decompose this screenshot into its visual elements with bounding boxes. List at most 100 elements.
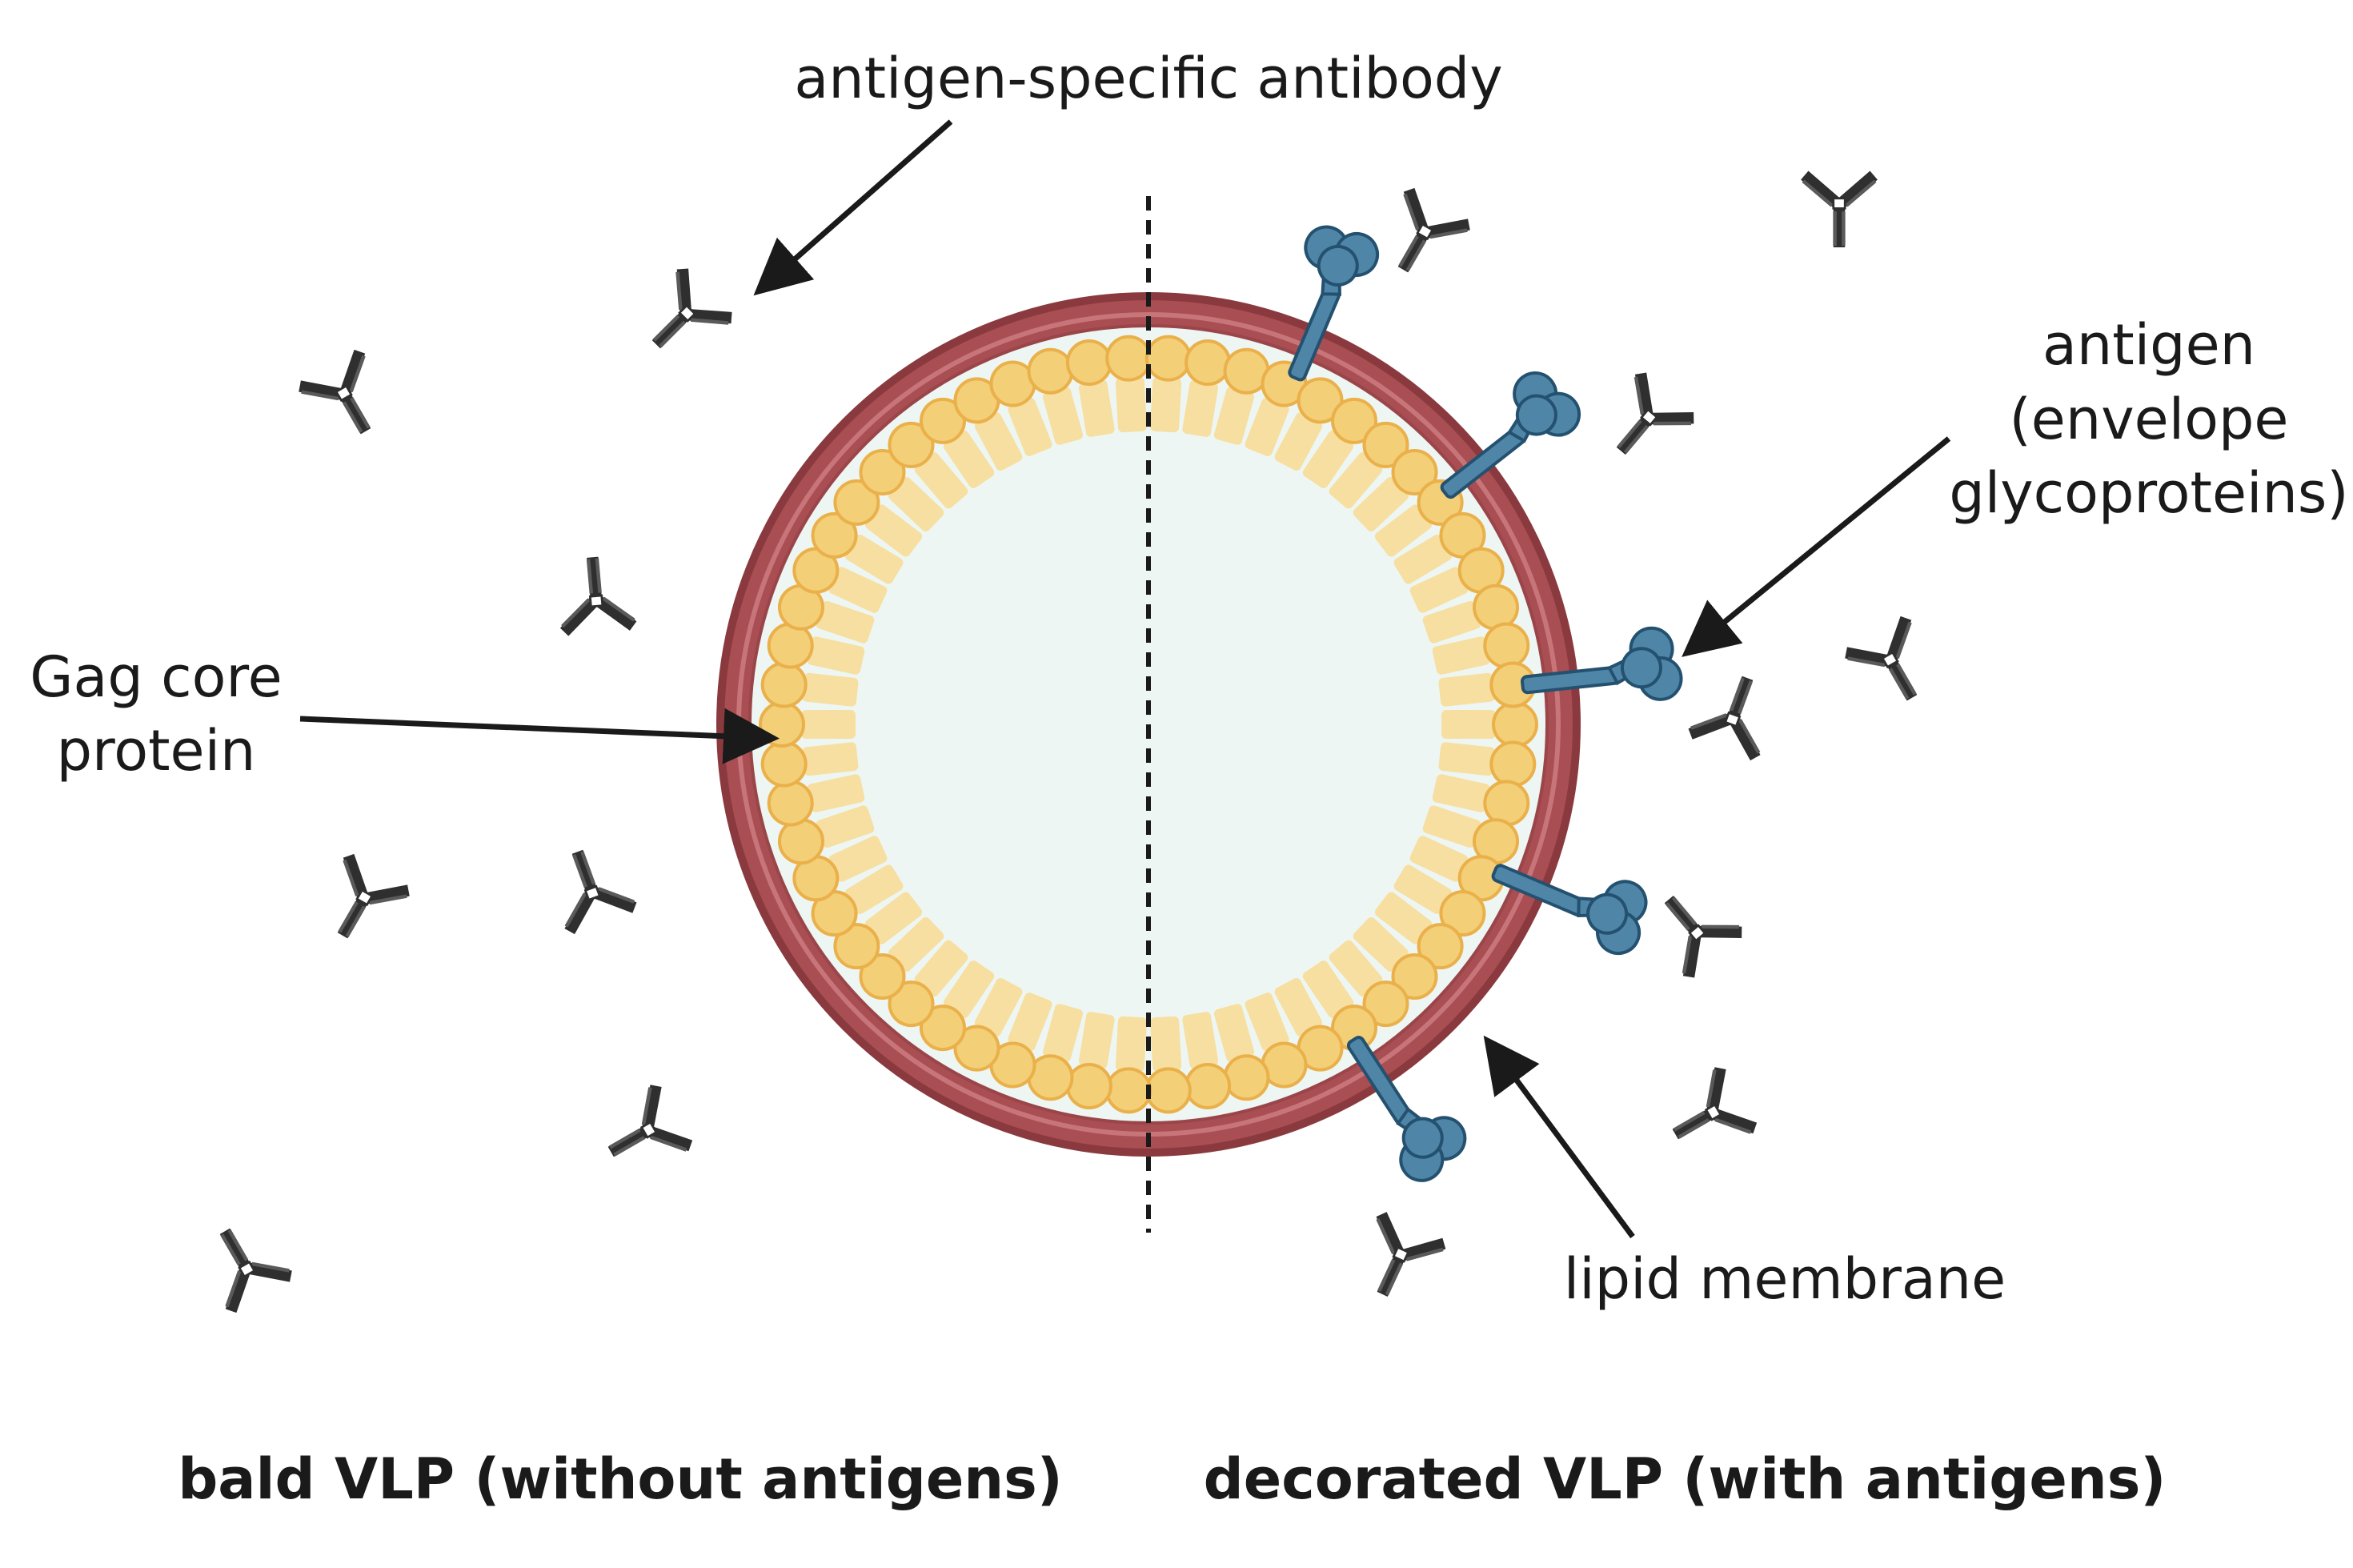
y-shaped-antibody-icon [593,1085,691,1183]
gag-bead [760,740,808,788]
gag-stalk [1441,710,1496,739]
gag-stalk [1409,567,1469,613]
gag-stalk [1409,836,1469,882]
gag-stalk [807,774,865,812]
gag-bead [767,622,814,669]
gag-bead [1105,335,1152,382]
gag-bead [1492,701,1538,748]
gag-stalk [1438,672,1495,707]
gag-stalk [816,600,875,644]
y-shaped-antibody-icon [1845,617,1943,716]
gag-stalk [1432,774,1490,812]
glycoprotein-icon [1346,1036,1467,1182]
gag-bead [1489,740,1537,788]
y-shaped-antibody-icon [556,554,635,632]
gag-label-line2: protein [57,718,256,784]
gag-bead [1223,1054,1270,1101]
gag-stalk [1150,376,1182,433]
gag-bead [1297,377,1344,424]
gag-stalk [1422,805,1481,848]
gag-stalk [802,672,859,707]
gag-stalk [845,864,904,914]
gag-bead [1362,981,1409,1028]
gag-stalk [1182,379,1219,437]
gag-stalk [801,710,856,739]
gag-bead [1331,397,1378,444]
gag-bead [1185,339,1232,387]
gag-bead [888,981,935,1028]
gag-bead [919,397,966,444]
gag-stalk [1115,1016,1147,1073]
y-shaped-antibody-icon [1689,666,1781,758]
y-shaped-antibody-icon [543,840,635,932]
gag-stalk [1353,917,1409,972]
gag-bead [1144,1067,1192,1114]
y-shaped-antibody-icon [1641,876,1743,978]
gag-bead [1483,622,1530,669]
gag-bead [859,449,906,496]
gag-bead [767,780,814,827]
gag-stalk [1302,431,1354,488]
y-shaped-antibody-icon [1349,1213,1445,1309]
gag-stalk [1374,892,1432,944]
gag-stalk [1274,412,1323,471]
gag-stalk [1078,1012,1115,1069]
gag-stalk [1042,1004,1084,1062]
y-shaped-antibody-icon [1593,372,1695,474]
gag-stalk [1329,452,1383,509]
gag-bead [777,818,824,865]
membrane-label: lipid membrane [1564,1246,2006,1312]
gag-bead [1391,449,1438,496]
gag-stalk [828,836,888,882]
gag-bead [1065,1062,1112,1109]
gag-stalk [1213,387,1255,445]
antigen-label-line3: glycoproteins) [1949,460,2348,526]
antigen-label-line1: antigen [2042,312,2255,378]
gag-bead [1065,339,1112,387]
gag-stalk [1329,940,1383,997]
antigen-layer [1288,225,1683,1182]
gag-stalk [1078,379,1115,437]
gag-stalk [1182,1012,1219,1069]
gag-stalk [914,452,968,509]
y-shaped-antibody-icon [299,351,397,449]
gag-stalk [1274,978,1323,1037]
gag-stalk [914,940,968,997]
gag-stalk [1245,397,1289,456]
glycoprotein-icon [1491,864,1648,956]
gag-stalk [1353,476,1409,531]
gag-stalk [828,567,888,613]
gag-stalk [1302,960,1354,1018]
gag-stalk [1115,376,1147,433]
gag-stalk [1150,1016,1182,1073]
gag-stalk [1008,397,1052,456]
gag-bead [1483,780,1530,827]
gag-bead [859,952,906,1000]
gag-stalk [1042,387,1084,445]
gag-bead [811,511,858,559]
gag-bead [760,661,808,708]
gag-bead [919,1005,966,1052]
arrow-icon [1483,1035,1635,1239]
gag-bead [953,1025,1000,1072]
gag-bead [1473,583,1520,631]
y-shaped-antibody-icon [631,268,732,370]
gag-stalk [865,504,923,557]
gag-stalk [1393,535,1452,584]
gag-stalk [974,412,1023,471]
gag-bead [1144,335,1192,382]
gag-stalk [1245,993,1289,1052]
gag-bead [1439,890,1486,937]
gag-bead [1027,347,1074,395]
gag-stalk [816,805,875,848]
gag-bead [1391,952,1438,1000]
gag-bead [1185,1062,1232,1109]
y-shaped-antibody-icon [1803,175,1875,247]
gag-label-line1: Gag core [30,644,282,710]
arrow-icon [1682,436,1951,657]
bald-vlp-caption: bald VLP (without antigens) [178,1446,1063,1512]
annotation-arrows [299,119,1951,1239]
gag-stalk [943,431,995,488]
gag-bead [833,479,880,526]
